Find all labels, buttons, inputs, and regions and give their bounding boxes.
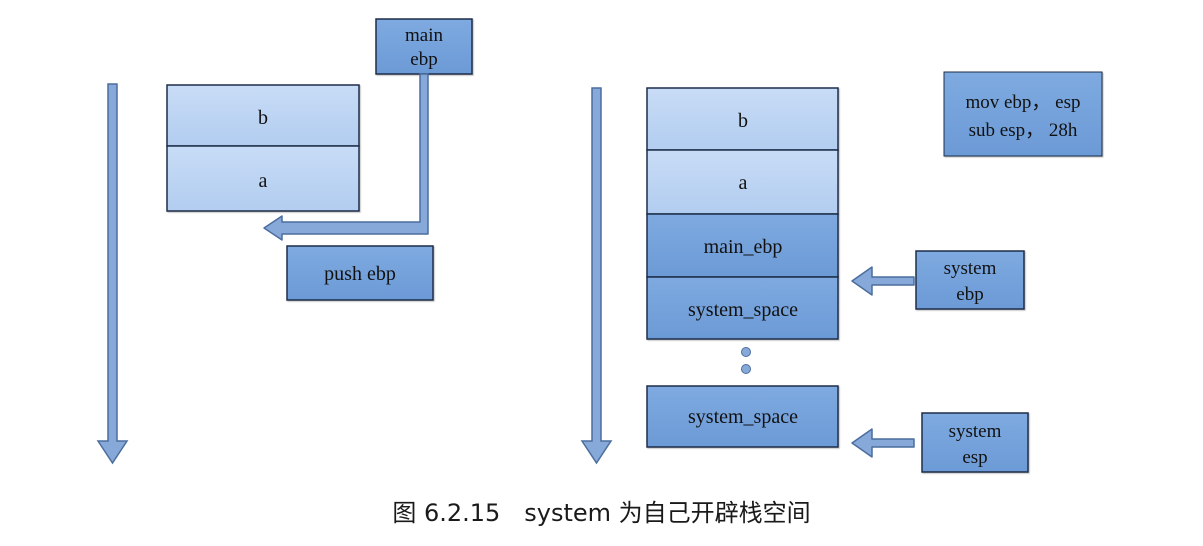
system-esp-label-line2: esp — [962, 447, 987, 468]
main-ebp-label-line1: main — [405, 25, 443, 46]
right-stack-cell-a — [646, 149, 839, 215]
stack-diagram: b a main ebp push ebp b a main_ebp syste… — [96, 18, 1103, 473]
system-ebp-box — [915, 250, 1025, 310]
stack-growth-arrow-left — [96, 83, 129, 465]
right-stack — [646, 87, 839, 340]
right-stack-cell-main-ebp — [646, 213, 839, 278]
push-ebp-box — [286, 245, 434, 301]
left-stack — [166, 84, 360, 212]
system-ebp-label-line2: ebp — [956, 284, 983, 305]
main-ebp-label-line2: ebp — [410, 49, 437, 70]
left-stack-cell-b — [166, 84, 360, 147]
system-esp-box — [921, 412, 1029, 473]
instruction-line-1: mov ebp， esp — [965, 92, 1080, 113]
figure-caption: 图 6.2.15 system 为自己开辟栈空间 — [392, 499, 811, 527]
push-ebp-label: push ebp — [324, 263, 396, 285]
lower-system-space-cell — [646, 385, 839, 448]
instructions-box — [943, 71, 1103, 157]
ellipsis-dot-1 — [741, 347, 751, 357]
system-esp-pointer-arrow — [851, 428, 915, 458]
right-stack-label-main-ebp: main_ebp — [704, 236, 783, 258]
right-stack-cell-system-space — [646, 276, 839, 340]
system-ebp-label-line1: system — [944, 258, 997, 279]
system-ebp-pointer-arrow — [851, 266, 915, 296]
left-stack-label-a: a — [259, 170, 268, 192]
lower-system-space-label: system_space — [688, 406, 798, 428]
right-stack-cell-b — [646, 87, 839, 151]
right-stack-label-system-space: system_space — [688, 299, 798, 321]
stack-growth-arrow-right — [580, 87, 613, 465]
right-stack-label-a: a — [739, 172, 748, 194]
right-stack-label-b: b — [738, 110, 748, 132]
left-stack-cell-a — [166, 145, 360, 212]
main-ebp-pointer-arrow — [263, 73, 429, 241]
instruction-line-2: sub esp， 28h — [969, 120, 1078, 141]
ellipsis-dot-2 — [741, 364, 751, 374]
left-stack-label-b: b — [258, 107, 268, 129]
main-ebp-box — [375, 18, 473, 75]
system-esp-label-line1: system — [949, 421, 1002, 442]
